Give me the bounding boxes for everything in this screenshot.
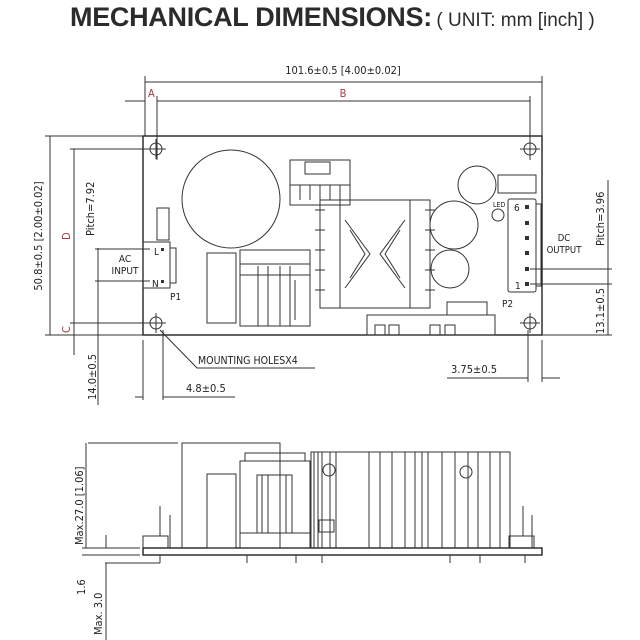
right-dimensions: Pitch=3.96 13.1±0.5 3.75±0.5	[447, 180, 612, 382]
label-a: A	[148, 87, 155, 100]
led-label: LED	[493, 201, 505, 209]
max-height-label: Max.27.0 [1.06]	[73, 466, 86, 545]
pin-1: 1	[515, 281, 521, 292]
pitch-left-label: Pitch=7.92	[84, 182, 97, 236]
p2-connector: 6 1 LED P2 DC OUTPUT	[493, 198, 583, 310]
dc-output-label-1: DC	[558, 233, 571, 244]
pcb-components	[181, 149, 537, 336]
label-b: B	[340, 87, 347, 100]
p1-label: P1	[170, 292, 181, 303]
pin-6: 6	[514, 203, 520, 214]
p2-label: P2	[502, 299, 513, 310]
height-dim-label: 50.8±0.5 [2.00±0.02]	[32, 181, 45, 290]
label-d: D	[60, 232, 73, 240]
page-title: MECHANICAL DIMENSIONS: ( UNIT: mm [inch]…	[70, 2, 595, 33]
pitch-right-label: Pitch=3.96	[594, 192, 607, 246]
dim-48-label: 4.8±0.5	[186, 382, 226, 395]
side-view: Max.27.0 [1.06] 1.6 Max. 3.0	[73, 442, 543, 640]
label-c: C	[60, 326, 73, 333]
title-main: MECHANICAL DIMENSIONS:	[70, 2, 432, 32]
pin-n: N	[152, 279, 159, 290]
height-dimension: 50.8±0.5 [2.00±0.02] D C Pitch=7.92 AC I…	[32, 135, 150, 405]
title-unit: ( UNIT: mm [inch] )	[436, 10, 595, 31]
pin-l: L	[154, 247, 159, 258]
mounting-holes-label: MOUNTING HOLESX4	[198, 355, 298, 367]
pcb-thickness-label: 1.6	[75, 579, 88, 595]
pcb-outline	[142, 135, 543, 336]
ac-input-label-2: INPUT	[112, 266, 139, 277]
dim-14-label: 14.0±0.5	[86, 354, 99, 400]
max-pin-label: Max. 3.0	[92, 593, 105, 635]
width-dim-label: 101.6±0.5 [4.00±0.02]	[285, 64, 401, 77]
mounting-holes	[146, 139, 540, 333]
dim-131-label: 13.1±0.5	[594, 288, 607, 334]
dc-output-label-2: OUTPUT	[547, 245, 583, 256]
p1-connector: L N P1	[142, 207, 181, 303]
dim-375-label: 3.75±0.5	[451, 363, 497, 376]
ac-input-label-1: AC	[119, 254, 131, 265]
width-dimension: 101.6±0.5 [4.00±0.02] A B	[125, 64, 543, 160]
